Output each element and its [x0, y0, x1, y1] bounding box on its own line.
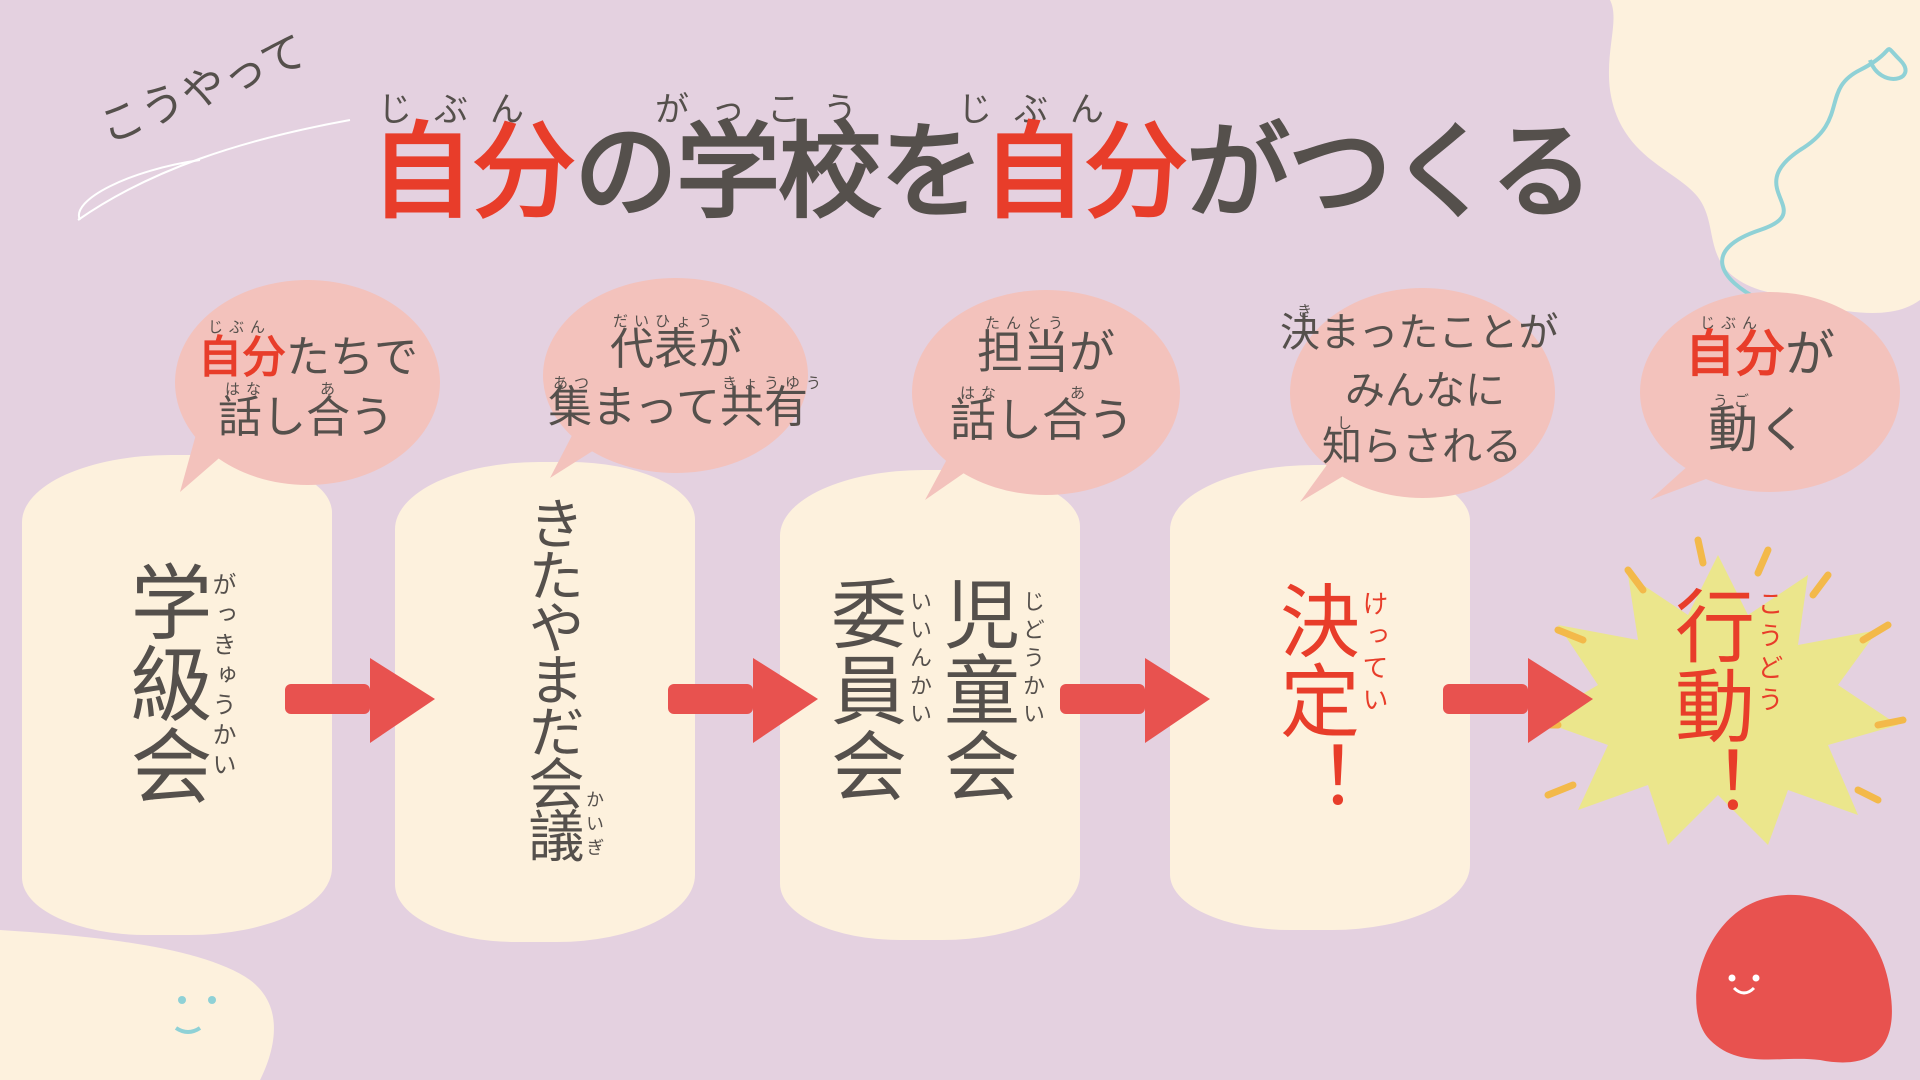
- card-gakkyuukai: [22, 455, 332, 935]
- bubble1-ruby-hana: はな: [225, 380, 268, 398]
- card3-ruby-iinkai: いいんかい: [906, 590, 931, 730]
- bubble5-line1: 自分が: [1685, 326, 1835, 382]
- card1-ruby: がっきゅうかい: [208, 572, 236, 782]
- card-iinkai: [780, 470, 1080, 940]
- bubble2-ruby-daihyou: だいひょう: [613, 312, 719, 330]
- title-ruby-jibun-2: じぶん: [958, 90, 1126, 130]
- bubble3-line1: 担当が: [977, 325, 1115, 379]
- title-part-no-gakkou-wo: の学校を: [574, 111, 984, 233]
- burst-shape: [1529, 536, 1907, 845]
- bubble4-ruby-shi: し: [1337, 414, 1359, 432]
- bubble4-line2: みんなに: [1345, 368, 1505, 414]
- bubble1-line1-rest: たちで: [286, 332, 418, 383]
- card2-ruby: かいぎ: [583, 790, 604, 862]
- card4-ruby: けってい: [1358, 590, 1388, 718]
- card5-ruby: こうどう: [1753, 590, 1783, 718]
- arrow-icon-4: [1443, 658, 1593, 743]
- title-ruby-gakkou: がっこう: [655, 90, 879, 130]
- arrow-icon-2: [668, 658, 818, 743]
- card1-text-gakkyuukai: 学級会: [116, 560, 211, 806]
- card-kitayamada-kaigi: [395, 462, 695, 942]
- smiley-face-icon: [170, 990, 230, 1050]
- title-ruby-jibun-1: じぶん: [378, 90, 546, 130]
- bubble4-ruby-ki: き: [1297, 302, 1319, 320]
- bubble3-line2: 話し合う: [950, 393, 1134, 447]
- card3-text-iinkai: 委員会: [818, 575, 907, 803]
- bubble3-ruby-tantou: たんとう: [985, 314, 1070, 332]
- speech-bubble-3: [912, 290, 1180, 495]
- arrow-icon-3: [1060, 658, 1210, 743]
- bubble1-line2: 話し合う: [218, 392, 394, 443]
- title-part-ga-tsukuru: がつくる: [1186, 111, 1594, 233]
- bubble5-ruby-ugo: うご: [1713, 392, 1756, 410]
- arrow-icon-1: [285, 658, 435, 743]
- bubble1-line1: 自分たちで: [198, 330, 418, 386]
- title-part-jibun-1: 自分: [370, 111, 576, 233]
- bubble4-line3: 知らされる: [1322, 424, 1522, 470]
- page-title: 自分の学校を自分がつくる: [370, 120, 1594, 224]
- bubble2-line2: 集まって共有: [548, 382, 809, 433]
- card5-text-koudou: 行動！: [1662, 585, 1755, 825]
- bubble3-ruby-hana: はな: [960, 384, 1003, 402]
- speech-bubble-2: [543, 278, 808, 473]
- speech-bubble-1: [175, 280, 440, 485]
- bubble5-line2: 動く: [1708, 401, 1808, 459]
- bubble1-ruby-a: あ: [320, 380, 342, 398]
- bubble3-ruby-a: あ: [1070, 384, 1092, 402]
- bubble5-line1-rest: が: [1785, 325, 1835, 383]
- card3-text-jidoukai: 児童会: [931, 575, 1020, 803]
- title-part-jibun-2: 自分: [982, 111, 1188, 233]
- card-kettei: [1170, 465, 1470, 930]
- bubble1-ruby-jibun: じぶん: [208, 318, 272, 336]
- card4-text-kettei: 決定！: [1267, 580, 1360, 820]
- bubble2-ruby-atsu: あつ: [553, 374, 596, 392]
- card3-ruby-jidoukai: じどうかい: [1019, 590, 1044, 730]
- bubble4-line1: 決まったことが: [1280, 310, 1559, 356]
- smiley-face-icon-red: [1720, 970, 1780, 1010]
- bubble5-ruby-jibun: じぶん: [1700, 314, 1764, 332]
- bubble2-ruby-kyouyuu: きょうゆう: [722, 374, 828, 392]
- bubble1-red-jibun: 自分: [198, 332, 286, 383]
- speech-bubble-4: [1290, 288, 1555, 498]
- speech-bubble-5: [1640, 292, 1900, 492]
- bubble5-red-jibun: 自分: [1685, 325, 1785, 383]
- card2-text-kitayamada-kaigi: きたやまだ会議: [519, 495, 584, 859]
- bubble2-line1: 代表が: [610, 324, 742, 375]
